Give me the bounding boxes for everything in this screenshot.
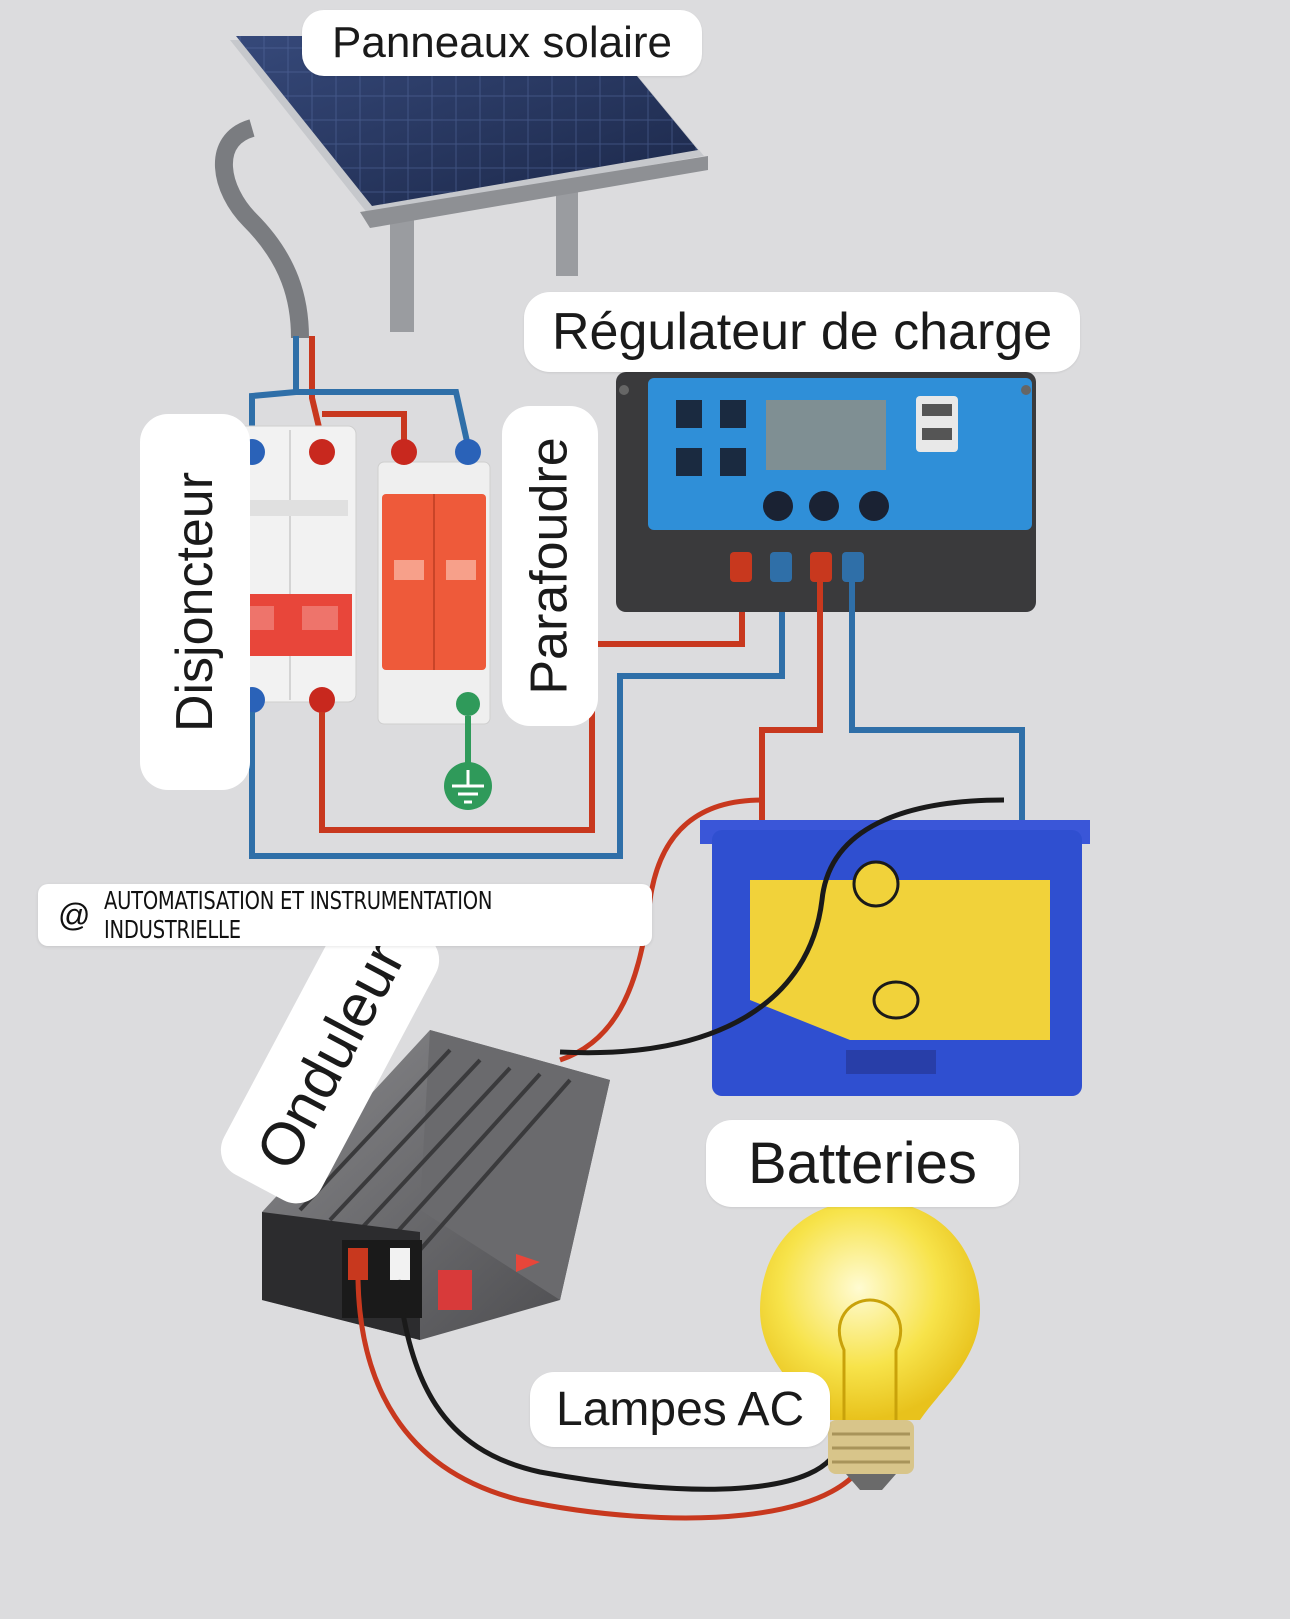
surge-protector xyxy=(377,439,492,810)
inverter-switch xyxy=(438,1270,472,1310)
regulator-button xyxy=(763,491,793,521)
panel-cable xyxy=(215,119,309,339)
panel-leg xyxy=(390,212,414,332)
breaker-to-regulator-wires xyxy=(249,580,785,859)
label-surge-protector-text: Parafoudre xyxy=(521,437,580,695)
surge-terminal-ground xyxy=(456,692,480,716)
label-circuit-breaker-text: Disjoncteur xyxy=(166,471,225,733)
label-solar-panels: Panneaux solaire xyxy=(302,10,703,76)
surge-terminal-neg xyxy=(455,439,481,465)
at-icon: @ xyxy=(58,896,91,933)
battery xyxy=(700,820,1090,1096)
breaker-terminal-pos-out xyxy=(309,687,335,713)
panel-leg xyxy=(556,186,578,276)
surge-terminal-pos xyxy=(391,439,417,465)
regulator-to-battery-wires xyxy=(759,580,1025,830)
inverter xyxy=(262,1030,610,1340)
label-batteries: Batteries xyxy=(706,1120,1019,1207)
regulator-screen xyxy=(766,400,886,470)
breaker-terminal-pos-in xyxy=(309,439,335,465)
inverter-to-lamp-wires xyxy=(355,1279,875,1521)
label-ac-lamps: Lampes AC xyxy=(530,1372,831,1447)
label-circuit-breaker: Disjoncteur xyxy=(140,414,250,790)
battery-logo-icon xyxy=(852,860,900,908)
regulator-button xyxy=(809,491,839,521)
regulator-button xyxy=(859,491,889,521)
light-bulb-icon xyxy=(760,1200,980,1490)
label-charge-regulator: Régulateur de charge xyxy=(524,292,1081,372)
solar-panel xyxy=(215,36,708,339)
watermark-banner: @ AUTOMATISATION ET INSTRUMENTATION INDU… xyxy=(38,884,652,946)
watermark-text: AUTOMATISATION ET INSTRUMENTATION INDUST… xyxy=(104,886,493,944)
label-surge-protector: Parafoudre xyxy=(502,406,598,726)
charge-regulator xyxy=(616,372,1036,612)
